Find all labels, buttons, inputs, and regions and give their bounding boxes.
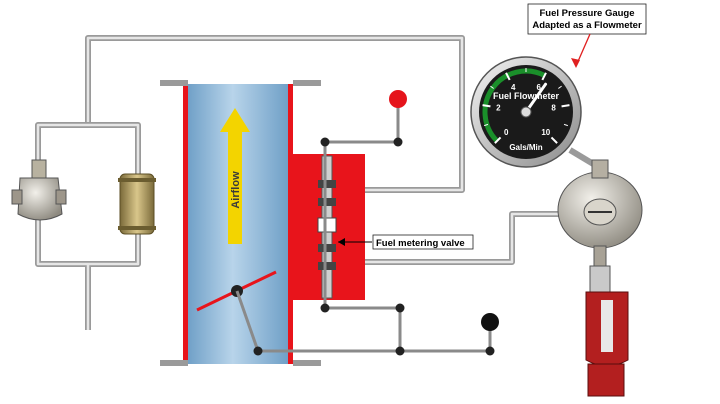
callout-line2: Adapted as a Flowmeter xyxy=(532,20,642,31)
fuel-metering-valve xyxy=(317,155,337,299)
gauge-tick-label-10: 10 xyxy=(541,128,550,137)
gauge-units: Gals/Min xyxy=(509,143,542,152)
pressure-regulator xyxy=(557,159,643,267)
mixture-knob-red[interactable] xyxy=(389,90,407,108)
callout-box xyxy=(527,3,647,35)
gauge-tick-mark xyxy=(482,104,491,108)
gauge-callout: Fuel Pressure Gauge Adapted as a Flowmet… xyxy=(527,3,647,68)
venturi-wall-left xyxy=(183,84,188,364)
throttle-knob-black[interactable] xyxy=(481,313,499,331)
gauge-tick-label-4: 4 xyxy=(511,83,516,92)
gauge-tick-mark xyxy=(483,123,489,127)
callout-line1: Fuel Pressure Gauge xyxy=(539,8,634,19)
gauge-tick-mark xyxy=(561,104,570,108)
metering-valve-callout: Fuel metering valve xyxy=(338,234,474,250)
airflow-label: Airflow xyxy=(230,171,242,209)
gauge-tick-mark xyxy=(505,72,511,81)
fuel-filter xyxy=(118,173,156,235)
gauge-tick-mark xyxy=(563,123,569,127)
gauge-tick-label-6: 6 xyxy=(536,83,541,92)
gauge-tick-label-0: 0 xyxy=(504,128,509,137)
metering-valve-label: Fuel metering valve xyxy=(376,238,465,249)
gauge-tick-label-8: 8 xyxy=(551,104,556,113)
fuel-flowmeter-gauge: Fuel Flowmeter Gals/Min 0 2 4 6 8 10 xyxy=(470,56,582,168)
venturi-wall-right xyxy=(288,84,293,364)
gauge-hub xyxy=(520,106,532,118)
airflow-arrow: Airflow xyxy=(220,108,250,244)
gauge-tick-mark xyxy=(494,136,502,144)
discharge-nozzle xyxy=(585,265,629,397)
gauge-tick-label-2: 2 xyxy=(496,104,501,113)
gauge-tick-mark xyxy=(550,136,558,144)
gauge-tick-mark xyxy=(541,72,547,81)
gauge-needle xyxy=(524,82,548,114)
gauge-title: Fuel Flowmeter xyxy=(493,91,560,101)
fuel-pump-left xyxy=(11,159,67,221)
gauge-ticks xyxy=(482,68,570,144)
gauge-tick-mark xyxy=(558,85,562,89)
gauge-tick-mark xyxy=(490,85,494,89)
